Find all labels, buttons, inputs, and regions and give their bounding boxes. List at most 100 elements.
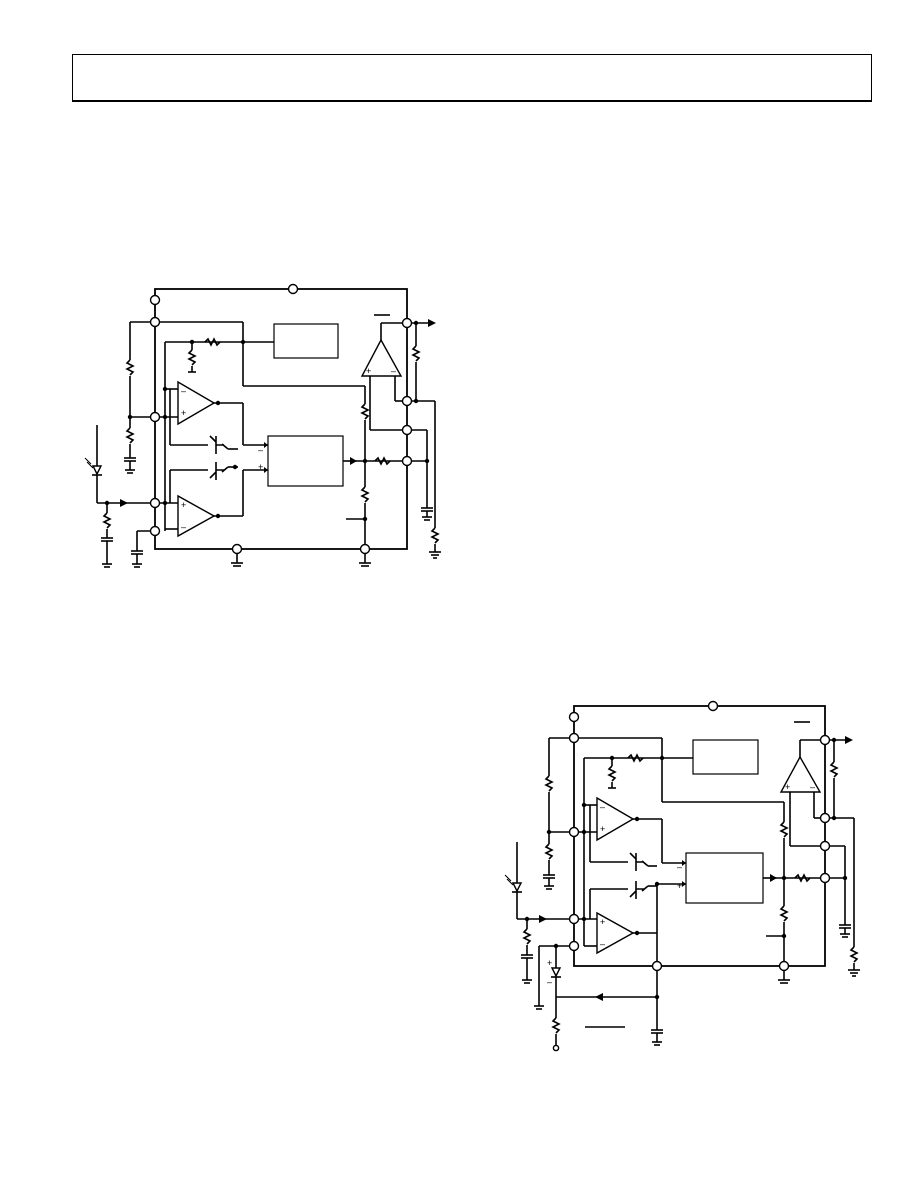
pin: [149, 497, 161, 509]
pin: [287, 283, 299, 295]
wire: [428, 319, 436, 327]
wire: [204, 337, 221, 347]
wire: [264, 442, 268, 448]
wire: [842, 875, 848, 881]
pin: [568, 913, 580, 925]
wire: [374, 456, 391, 466]
wire: [581, 916, 587, 922]
wire: [849, 946, 859, 963]
sign: –: [677, 862, 682, 872]
sign: –: [391, 366, 396, 376]
opamp-2: [177, 494, 216, 538]
wire: [539, 915, 547, 923]
pin: [568, 940, 580, 952]
sign: +: [366, 366, 371, 376]
wire: [209, 435, 229, 454]
wire: [634, 930, 640, 936]
wire: [659, 755, 665, 761]
sign: –: [181, 386, 186, 396]
wire: [629, 881, 649, 899]
wire: [654, 994, 660, 1000]
wire: [552, 1044, 560, 1052]
wire: [546, 829, 552, 835]
wire: [350, 457, 357, 465]
wire: [553, 943, 559, 949]
wire: [794, 873, 811, 883]
wire: [781, 875, 787, 881]
circuit-schematic-2: – + + – – + + –: [504, 700, 860, 1052]
wire: [831, 815, 837, 821]
wire: [682, 881, 686, 887]
page-header-box: [72, 54, 872, 102]
pin: [819, 734, 831, 746]
pin: [149, 525, 161, 537]
sign: +: [547, 958, 552, 968]
wire: [607, 765, 617, 782]
sign: +: [181, 408, 186, 418]
wire: [125, 359, 135, 376]
wire: [84, 457, 94, 469]
pin: [819, 812, 831, 824]
wire: [413, 398, 419, 404]
pin: [568, 711, 580, 723]
wire: [360, 486, 370, 503]
reference-block: [692, 739, 759, 775]
pin: [401, 424, 413, 436]
pin: [401, 455, 413, 467]
wire: [779, 821, 789, 838]
sign: –: [810, 782, 815, 792]
sign: +: [181, 500, 186, 510]
pin: [568, 826, 580, 838]
wire: [551, 1017, 561, 1034]
pin: [401, 395, 413, 407]
wire: [609, 755, 615, 761]
pin: [149, 294, 161, 306]
wire: [779, 905, 789, 922]
wire: [511, 882, 523, 893]
wire: [829, 761, 839, 778]
pin: [819, 840, 831, 852]
wire: [581, 829, 587, 835]
wire: [634, 816, 640, 822]
opamp-1: [177, 380, 216, 426]
wire: [232, 464, 238, 470]
wire: [104, 500, 110, 506]
circuit-schematic-1: – + + – – + + –: [84, 283, 441, 568]
wire: [120, 499, 128, 507]
reference-block: [273, 323, 339, 359]
wire: [770, 874, 777, 882]
wire: [209, 462, 229, 480]
wire: [362, 458, 368, 464]
wire: [189, 339, 195, 345]
sign: –: [600, 802, 605, 812]
wire: [125, 427, 135, 444]
wire: [424, 458, 430, 464]
wire: [362, 516, 368, 522]
opamp-1: [596, 796, 635, 842]
comparator-block: [685, 852, 764, 904]
sign: +: [600, 917, 605, 927]
wire: [682, 860, 686, 866]
sign: +: [600, 824, 605, 834]
wire: [544, 775, 554, 792]
pin: [149, 316, 161, 328]
pin: [651, 960, 663, 972]
pin: [707, 700, 719, 712]
sign: –: [600, 939, 605, 949]
buffer-amp: [360, 338, 403, 377]
wire: [831, 737, 837, 743]
wire: [102, 512, 112, 529]
sign: –: [258, 445, 263, 455]
sign: +: [258, 462, 263, 472]
wire: [187, 349, 197, 366]
opamp-2: [596, 911, 635, 955]
pin: [401, 317, 413, 329]
wire: [581, 802, 587, 808]
wire: [654, 881, 660, 887]
wire: [504, 874, 514, 886]
sign: –: [181, 522, 186, 532]
pin: [149, 411, 161, 423]
comparator-block: [267, 435, 344, 487]
wire: [627, 753, 644, 763]
wire: [162, 386, 168, 392]
